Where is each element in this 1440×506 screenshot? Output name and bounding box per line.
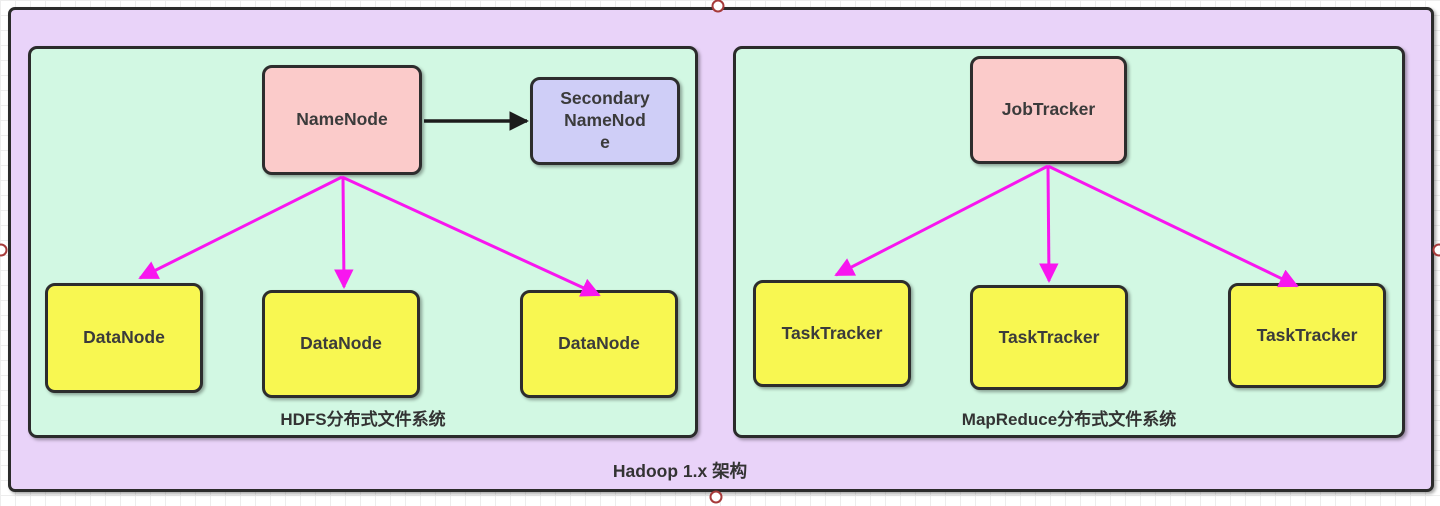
node-tasktracker-1[interactable]: TaskTracker	[753, 280, 911, 387]
node-secondary-namenode[interactable]: Secondary NameNod e	[530, 77, 680, 165]
node-tasktracker-1-label: TaskTracker	[781, 322, 883, 343]
node-datanode-2[interactable]: DataNode	[262, 290, 420, 398]
connector-namenode-to-datanode-1[interactable]	[138, 175, 343, 280]
connection-handle-top[interactable]	[711, 0, 725, 13]
node-tasktracker-3[interactable]: TaskTracker	[1228, 283, 1386, 388]
connector-jobtracker-to-tasktracker-1[interactable]	[834, 164, 1049, 277]
connector-namenode-to-datanode-3[interactable]	[341, 175, 601, 297]
connector-namenode-to-datanode-2[interactable]	[334, 176, 354, 289]
hdfs-panel-caption: HDFS分布式文件系统	[280, 410, 446, 429]
connection-handle-bottom[interactable]	[709, 490, 723, 504]
connection-handle-left[interactable]	[0, 243, 8, 257]
connection-handle-right[interactable]	[1432, 243, 1440, 257]
node-tasktracker-2[interactable]: TaskTracker	[970, 285, 1128, 390]
node-jobtracker-label: JobTracker	[1001, 99, 1096, 120]
connector-jobtracker-to-tasktracker-2[interactable]	[1039, 165, 1059, 283]
node-namenode-label: NameNode	[296, 109, 388, 130]
node-datanode-2-label: DataNode	[300, 333, 382, 354]
node-jobtracker[interactable]: JobTracker	[970, 56, 1127, 164]
node-datanode-3-label: DataNode	[558, 333, 640, 354]
node-datanode-3[interactable]: DataNode	[520, 290, 678, 398]
node-secondary-namenode-label: Secondary NameNod e	[560, 88, 650, 152]
node-namenode[interactable]: NameNode	[262, 65, 422, 175]
node-tasktracker-3-label: TaskTracker	[1256, 324, 1358, 345]
node-datanode-1-label: DataNode	[83, 327, 165, 348]
connector-jobtracker-to-tasktracker-3[interactable]	[1047, 164, 1299, 288]
node-tasktracker-2-label: TaskTracker	[998, 326, 1100, 347]
diagram-title: Hadoop 1.x 架构	[612, 461, 748, 481]
mapreduce-panel-caption: MapReduce分布式文件系统	[961, 410, 1177, 429]
node-datanode-1[interactable]: DataNode	[45, 283, 203, 393]
